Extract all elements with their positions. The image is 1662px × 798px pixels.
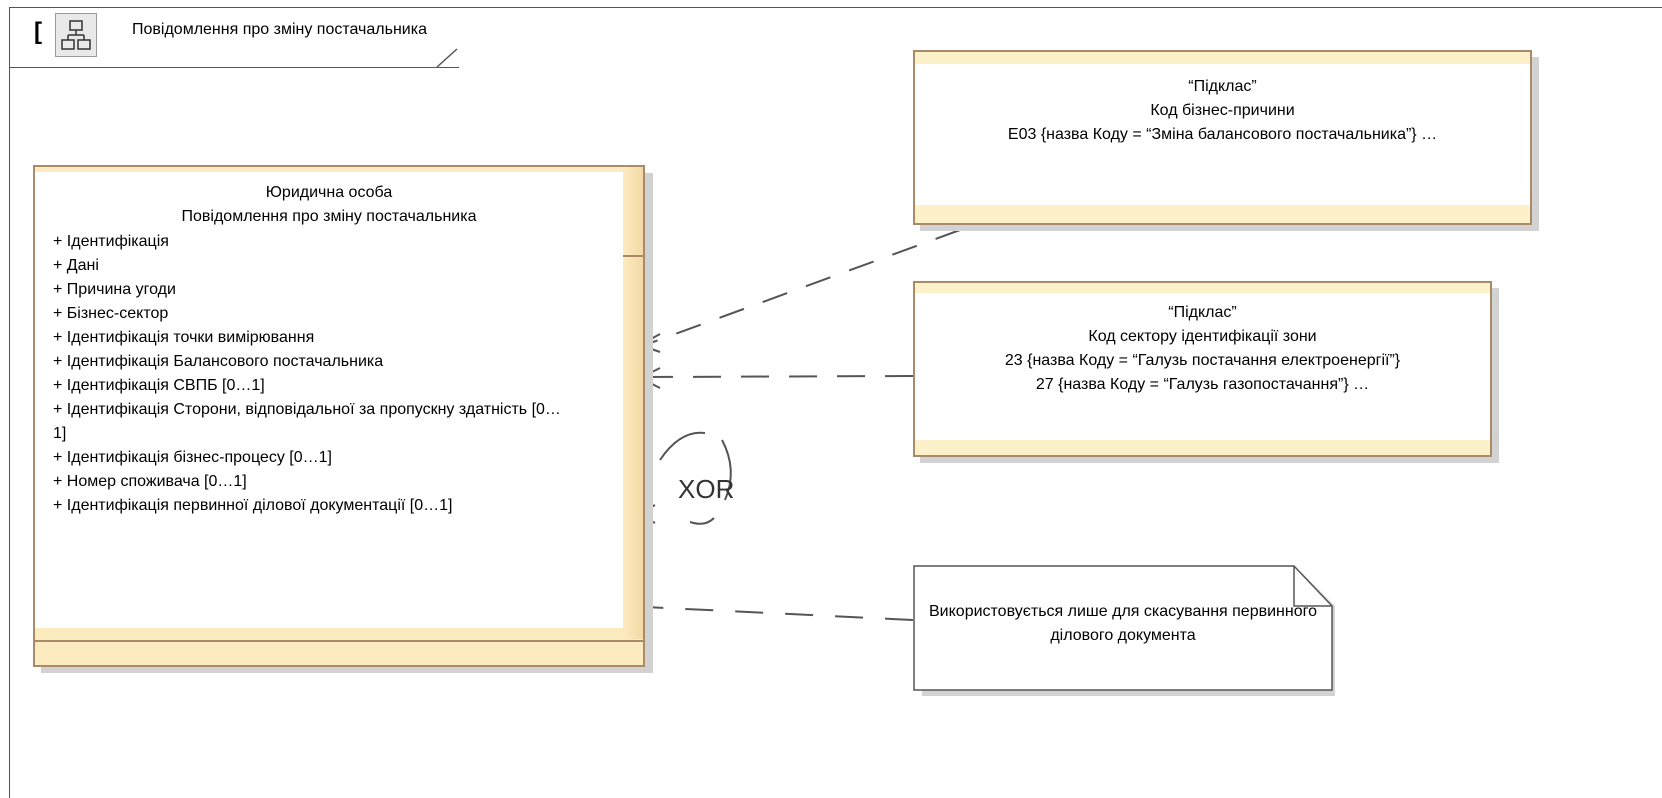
sector-class-stereotype: “Підклас” [1168,304,1237,321]
attribute-item: + Номер споживача [0…1] [53,473,247,490]
attribute-list: + Ідентифікація + Дані + Причина угоди +… [53,230,613,518]
xor-arc-right [721,439,732,501]
reason-class-bottom-band [915,205,1530,223]
class-diagram-icon[interactable] [55,13,97,57]
sector-class-content: “Підклас” Код сектору ідентифікації зони… [913,301,1492,397]
main-class-body [35,172,623,628]
attribute-item: + Ідентифікація точки вимірювання [53,329,315,346]
attribute-item: + Ідентифікація Сторони, відповідальної … [53,401,561,442]
reason-class-value: E03 {назва Коду = “Зміна балансового пос… [1007,126,1438,143]
attribute-item: + Бізнес-сектор [53,305,169,322]
main-class-header: Юридична особа Повідомлення про зміну по… [35,181,623,229]
note-text: Використовується лише для скасування пер… [929,603,1317,644]
attribute-item: + Ідентифікація СВПБ [0…1] [53,377,265,394]
reason-class-top-band [915,52,1530,64]
attribute-item: + Ідентифікація [53,233,169,250]
main-class-side-divider [623,255,643,257]
sector-class-box[interactable] [913,281,1492,457]
attribute-item: + Ідентифікація бізнес-процесу [0…1] [53,449,332,466]
note-icon[interactable] [905,560,1350,700]
sector-class-name: Код сектору ідентифікації зони [1088,328,1317,345]
xor-arc-top [659,431,706,461]
frame-title-tab [9,7,459,68]
sector-class-top-band [915,283,1490,293]
main-class-name: Повідомлення про зміну постачальника [181,208,477,225]
attribute-item: + Дані [53,257,99,274]
sector-class-value: 27 {назва Коду = “Галузь газопостачання”… [1035,376,1370,393]
reason-class-content: “Підклас” Код бізнес-причини E03 {назва … [913,75,1532,147]
xor-arc-bottom [689,517,715,525]
frame-bracket: [ [34,18,42,45]
diagram-title: Повідомлення про зміну постачальника [132,21,427,38]
frame-tab-corner [436,48,458,68]
xor-label: XOR [678,474,735,504]
sector-class-bottom-band [915,440,1490,455]
dependency-line-reason [644,229,961,346]
attribute-item: + Причина угоди [53,281,176,298]
main-class-compartment-divider [35,640,643,642]
reason-class-box[interactable] [913,50,1532,225]
reason-class-stereotype: “Підклас” [1188,78,1257,95]
main-class-stereotype: Юридична особа [265,184,393,201]
reason-class-name: Код бізнес-причини [1150,102,1295,119]
sector-class-value: 23 {назва Коду = “Галузь постачання елек… [1004,352,1401,369]
note-anchor-line [644,606,914,621]
dependency-line-sector [644,375,914,378]
main-class-side-strip [623,167,643,639]
attribute-item: + Ідентифікація Балансового постачальник… [53,353,384,370]
attribute-item: + Ідентифікація первинної ділової докуме… [53,497,453,514]
diagram-frame [9,7,1662,798]
